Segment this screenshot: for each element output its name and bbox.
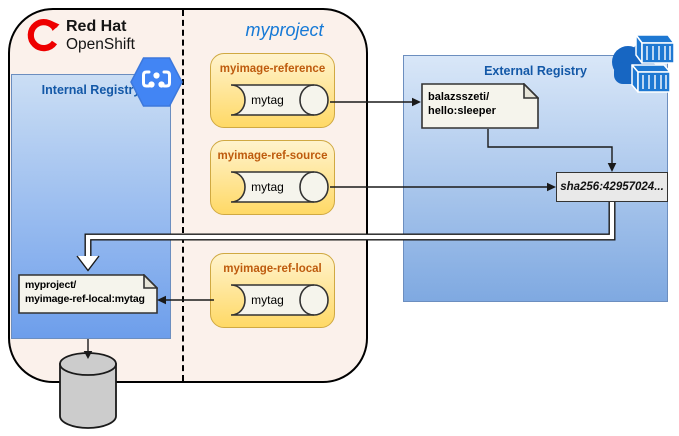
remote-image-tag: hello:sleeper — [428, 105, 496, 118]
local-image-tag: myimage-ref-local:mytag — [25, 292, 145, 305]
remote-image-note: balazsszeti/ hello:sleeper — [421, 83, 539, 129]
internal-registry-title: Internal Registry — [41, 83, 141, 97]
database-cylinder-icon — [59, 351, 117, 434]
brand-redhat-label: Red Hat — [66, 18, 127, 35]
imagestream-name-label: myimage-ref-source — [217, 150, 328, 162]
imagestream-myimage-ref-source: myimage-ref-source mytag — [210, 140, 335, 215]
tag-label: mytag — [251, 293, 284, 307]
tag-label: mytag — [251, 93, 284, 107]
local-image-project: myproject/ — [25, 279, 77, 291]
project-boundary-divider — [182, 10, 184, 381]
cloud-container-registry-icon — [608, 30, 678, 106]
imagestream-myimage-ref-local: myimage-ref-local mytag — [210, 253, 335, 328]
imagestream-name-label: myimage-ref-local — [223, 263, 322, 275]
imagestream-myimage-reference: myimage-reference mytag — [210, 53, 335, 128]
brand-text: Red Hat OpenShift — [66, 16, 135, 53]
tag-storage-shape: mytag — [217, 284, 329, 316]
tag-storage-shape: mytag — [217, 171, 329, 203]
local-image-note: myproject/ myimage-ref-local:mytag — [18, 274, 158, 314]
local-image-name: myproject/ myimage-ref-local:mytag — [25, 279, 145, 306]
project-name-label: myproject — [245, 20, 324, 40]
brand-openshift-label: OpenShift — [66, 35, 135, 53]
tag-storage-shape: mytag — [217, 84, 329, 116]
external-registry-title: External Registry — [484, 64, 587, 78]
tag-label: mytag — [251, 180, 284, 194]
imagestream-name-label: myimage-reference — [219, 63, 326, 75]
image-digest-box: sha256:42957024... — [556, 172, 668, 202]
remote-image-repo: balazsszeti/ — [428, 91, 490, 103]
openshift-logo-icon — [24, 16, 60, 59]
redhat-openshift-brand: Red Hat OpenShift — [24, 16, 135, 59]
remote-image-name: balazsszeti/ hello:sleeper — [428, 90, 496, 119]
container-registry-hexagon-icon — [130, 56, 183, 113]
